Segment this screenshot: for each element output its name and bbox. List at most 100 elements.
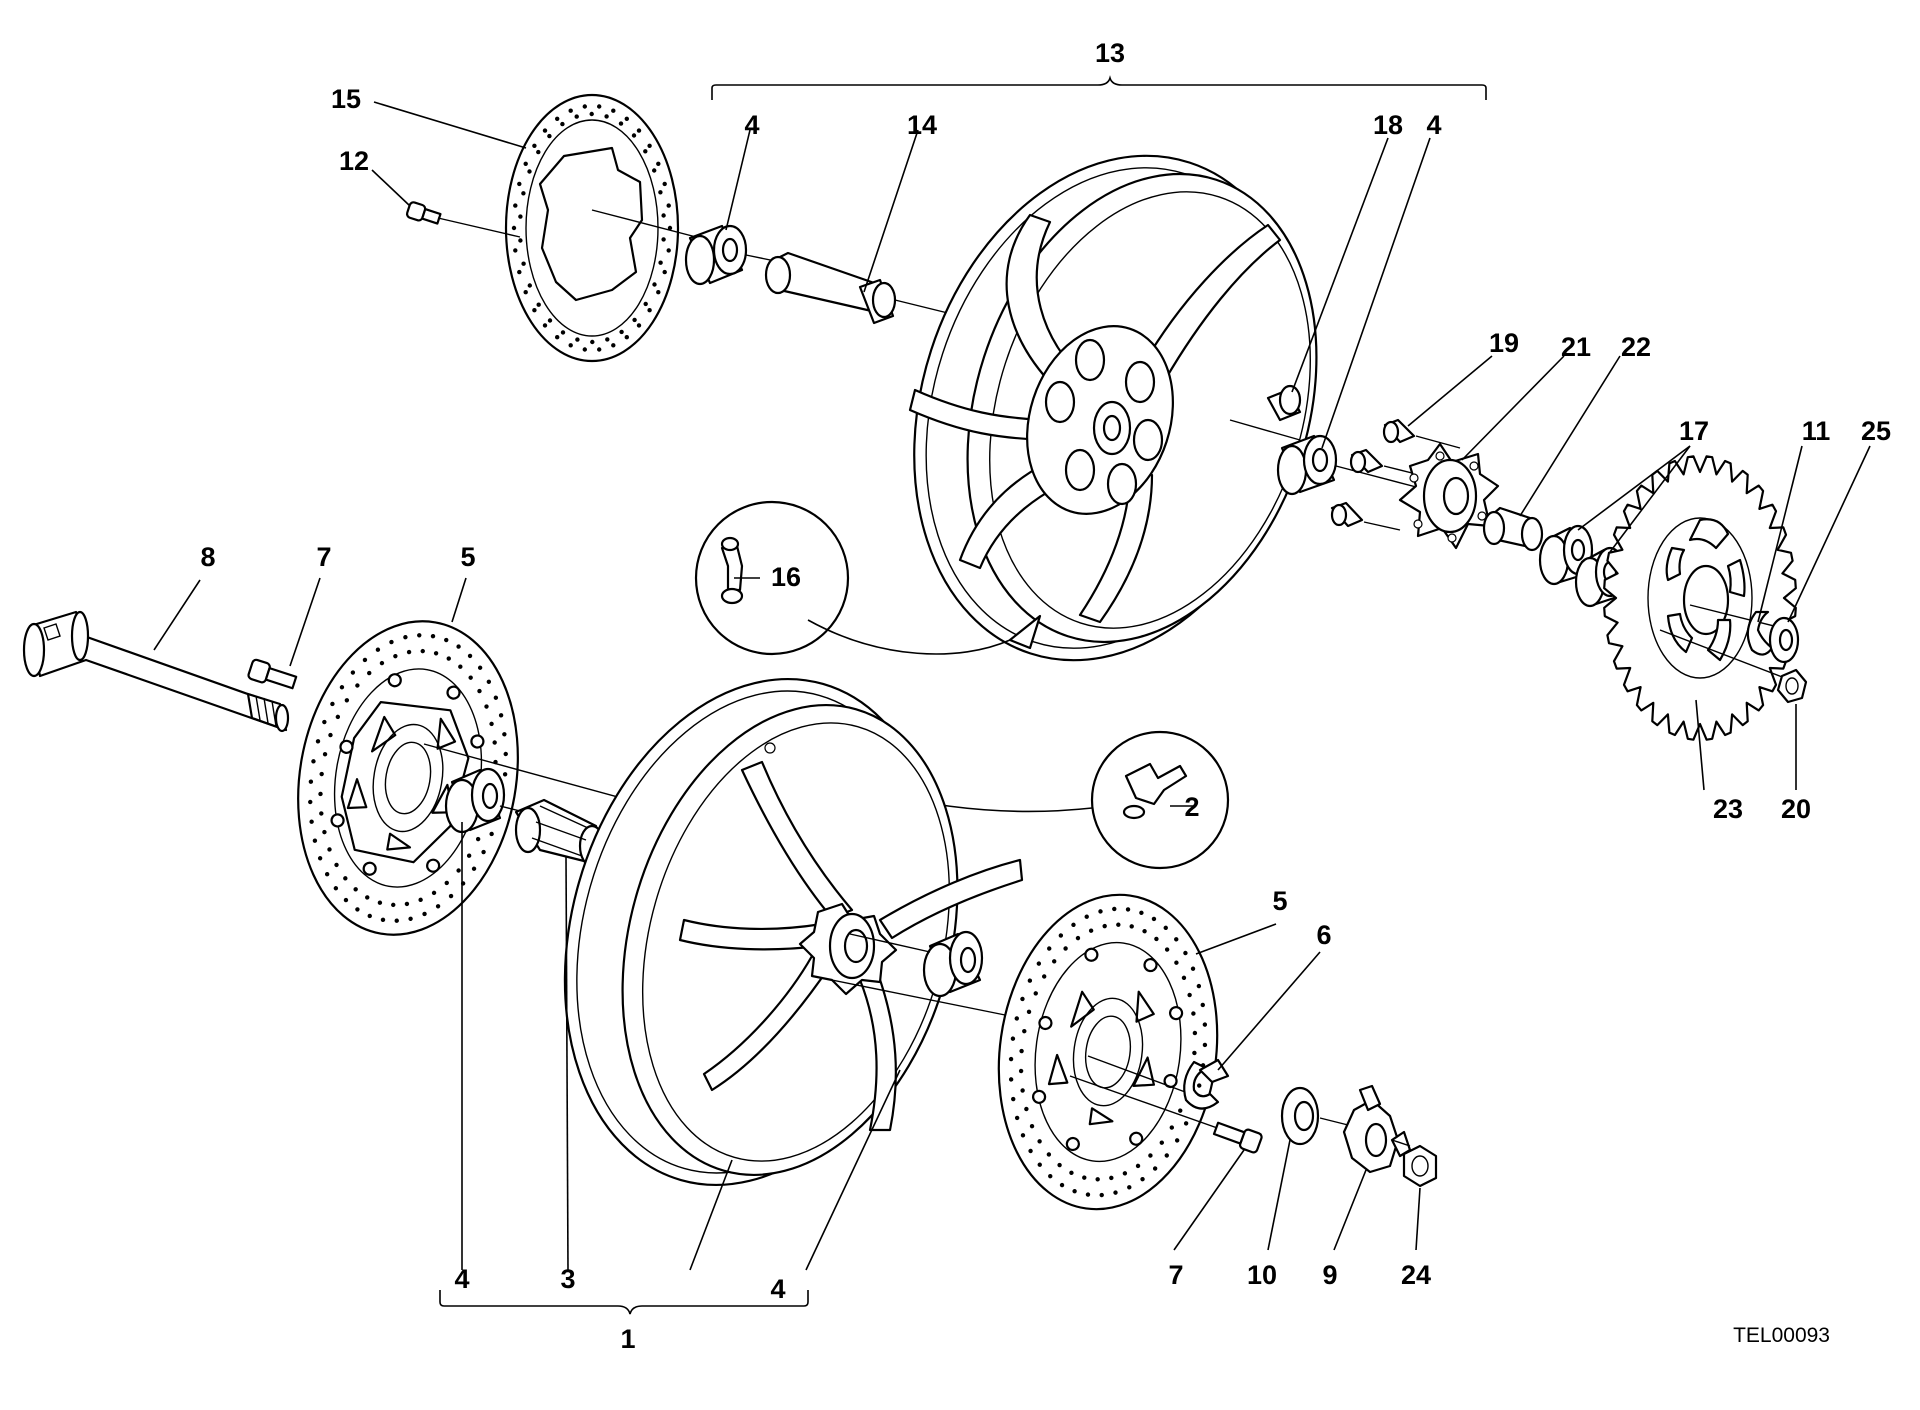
disc-drill-hole (527, 283, 532, 288)
disc-drill-hole (532, 143, 537, 148)
disc-drill-hole (1116, 922, 1121, 927)
disc-drill-hole (513, 203, 518, 208)
disc-drill-hole (643, 301, 648, 307)
disc-drill-hole (1125, 907, 1131, 912)
disc-drill-hole (547, 133, 552, 139)
disc-drill-hole (353, 887, 358, 892)
disc-drill-hole (590, 339, 595, 345)
disc-drill-hole (458, 664, 463, 669)
disc-drill-hole (523, 290, 528, 295)
rear-brake-disc (504, 93, 680, 363)
disc-drill-hole (435, 904, 441, 909)
disc-drill-hole (327, 847, 332, 852)
disc-drill-hole (475, 836, 481, 842)
callout-22: 22 (1621, 332, 1651, 362)
disc-drill-hole (311, 759, 316, 764)
disc-drill-hole (1085, 1192, 1091, 1197)
disc-drill-hole (493, 695, 499, 700)
disc-drill-hole (1008, 1077, 1014, 1082)
disc-drill-hole (1112, 906, 1117, 912)
disc-drill-hole (492, 740, 497, 745)
disc-drill-hole (619, 329, 624, 335)
disc-drill-hole (444, 880, 449, 886)
disc-drill-hole (1057, 1162, 1062, 1168)
disc-drill-hole (315, 739, 321, 744)
disc-drill-hole (1036, 961, 1042, 966)
disc-drill-hole (658, 190, 663, 195)
disc-drill-hole (456, 868, 461, 873)
disc-drill-hole (1202, 1042, 1208, 1048)
disc-drill-hole (1178, 1108, 1183, 1113)
front-valve-inset (806, 730, 1230, 870)
disc-drill-hole (636, 323, 642, 328)
disc-drill-hole (618, 121, 624, 126)
disc-drill-hole (1135, 1163, 1141, 1169)
disc-drill-hole (330, 701, 335, 707)
callout-18: 18 (1373, 110, 1403, 140)
disc-drill-hole (658, 260, 663, 265)
disc-drill-hole (1022, 1028, 1027, 1034)
callout-4-front-right: 4 (770, 1274, 785, 1304)
disc-drill-hole (324, 872, 330, 877)
disc-drill-hole (377, 900, 383, 905)
disc-drill-hole (568, 343, 573, 348)
disc-drill-hole (1075, 935, 1081, 941)
speedometer-drive (1342, 1084, 1412, 1174)
disc-drill-hole (582, 104, 587, 109)
disc-drill-hole (1046, 1152, 1052, 1157)
disc-drill-hole (446, 656, 451, 661)
disc-drill-hole (1139, 910, 1144, 915)
disc-drill-hole (393, 653, 398, 659)
disc-drill-hole (309, 819, 314, 824)
disc-drill-hole (367, 913, 372, 919)
callout-15: 15 (331, 84, 361, 114)
disc-drill-hole (365, 895, 370, 900)
disc-drill-hole (489, 831, 494, 837)
disc-drill-hole (1202, 1022, 1208, 1027)
disc-drill-hole (1028, 1148, 1033, 1154)
disc-drill-hole (652, 282, 657, 287)
disc-drill-hole (312, 838, 318, 843)
carrier-shaft (1482, 506, 1544, 552)
rear-wheel-group (405, 75, 1808, 741)
disc-drill-hole (335, 714, 341, 720)
disc-drill-hole (375, 647, 381, 652)
disc-drill-hole (536, 302, 541, 307)
callout-16: 16 (771, 562, 801, 592)
disc-drill-hole (471, 866, 477, 871)
disc-drill-hole (1154, 936, 1159, 942)
callout-6: 6 (1316, 920, 1331, 950)
disc-drill-hole (517, 269, 522, 275)
disc-drill-hole (1069, 1170, 1074, 1175)
disc-drill-hole (317, 856, 323, 861)
disc-drill-hole (1088, 928, 1094, 933)
disc-drill-hole (1159, 1140, 1165, 1145)
disc-drill-hole (1174, 937, 1179, 942)
disc-drill-hole (339, 685, 345, 690)
callout-numbers: 13 15 12 4 14 18 4 19 21 22 17 11 25 16 … (200, 38, 1891, 1354)
disc-drill-hole (406, 649, 412, 655)
callout-5-right: 5 (1272, 886, 1287, 916)
disc-drill-hole (322, 829, 327, 835)
disc-drill-hole (389, 639, 394, 645)
disc-drill-hole (521, 261, 526, 266)
disc-drill-hole (333, 886, 339, 891)
disc-drill-hole (408, 916, 413, 921)
disc-drill-hole (1099, 1192, 1104, 1198)
disc-drill-hole (568, 108, 573, 113)
disc-drill-hole (422, 911, 427, 917)
front-brake-disc-left (297, 620, 519, 936)
disc-drill-hole (1072, 1189, 1077, 1194)
disc-drill-hole (328, 732, 333, 738)
disc-drill-hole (1192, 1050, 1197, 1056)
hub-damper-pockets (1044, 338, 1164, 506)
disc-drill-hole (1183, 1121, 1189, 1126)
disc-drill-hole (1129, 924, 1134, 929)
disc-drill-hole (1011, 1096, 1016, 1102)
sprocket-washer (1768, 616, 1800, 664)
callout-10: 10 (1247, 1260, 1277, 1290)
disc-drill-hole (1127, 1185, 1132, 1190)
callout-7-lower: 7 (1168, 1260, 1183, 1290)
callout-12: 12 (339, 146, 369, 176)
front-bearing-left (444, 767, 506, 834)
